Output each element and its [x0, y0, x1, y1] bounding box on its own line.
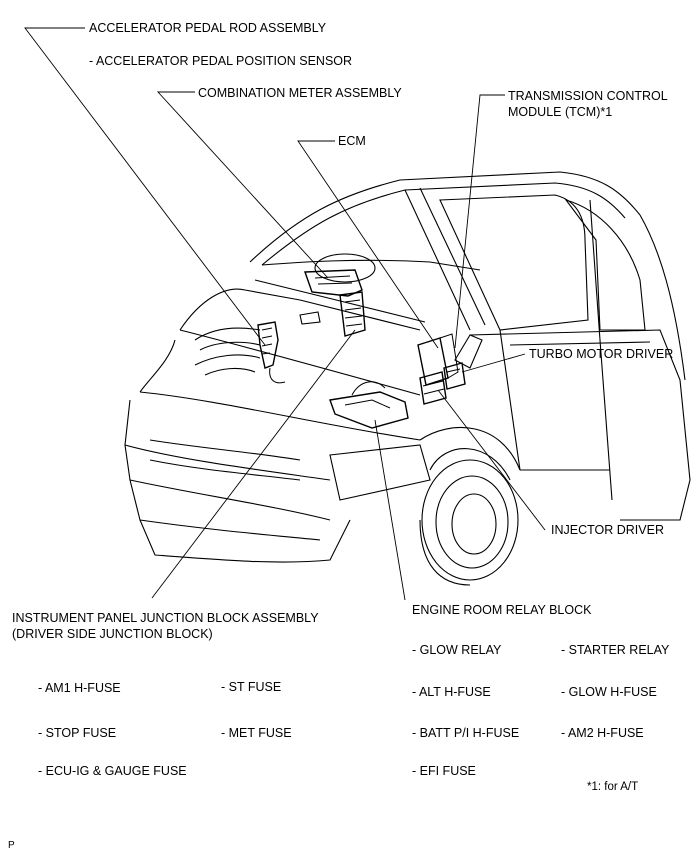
- item-efi-fuse: - EFI FUSE: [412, 764, 476, 778]
- item-glow-relay: - GLOW RELAY: [412, 643, 502, 657]
- label-ip-junction-block-line1: INSTRUMENT PANEL JUNCTION BLOCK ASSEMBLY: [12, 611, 319, 625]
- item-starter-relay: - STARTER RELAY: [561, 643, 670, 657]
- label-tcm-line2: MODULE (TCM)*1: [508, 105, 613, 119]
- leader-combination-meter: [156, 91, 329, 279]
- leader-lines: [24, 27, 546, 601]
- item-batt-pi-h-fuse: - BATT P/I H-FUSE: [412, 726, 520, 740]
- leader-injector-driver: [437, 389, 546, 531]
- item-am2-h-fuse: - AM2 H-FUSE: [561, 726, 644, 740]
- corner-mark: P: [8, 840, 15, 851]
- accelerator-pedal-rod-part: [257, 321, 286, 384]
- label-ecm: ECM: [338, 134, 366, 148]
- item-ecu-ig-gauge-fuse: - ECU-IG & GAUGE FUSE: [38, 764, 187, 778]
- label-turbo-motor-driver: TURBO MOTOR DRIVER: [529, 347, 674, 361]
- label-combination-meter: COMBINATION METER ASSEMBLY: [198, 86, 402, 100]
- engine-room-relay-block-part: [329, 381, 409, 429]
- label-accelerator-pedal-sensor: - ACCELERATOR PEDAL POSITION SENSOR: [89, 54, 353, 68]
- item-stop-fuse: - STOP FUSE: [38, 726, 117, 740]
- label-ip-junction-block-line2: (DRIVER SIDE JUNCTION BLOCK): [12, 627, 213, 641]
- label-injector-driver: INJECTOR DRIVER: [551, 523, 664, 537]
- injector-driver-part: [419, 371, 447, 405]
- ip-junction-block-part: [339, 291, 366, 337]
- footnote: *1: for A/T: [587, 781, 639, 793]
- leader-turbo-motor-driver: [461, 353, 526, 373]
- label-accelerator-pedal-rod: ACCELERATOR PEDAL ROD ASSEMBLY: [89, 21, 327, 35]
- leader-engine-room-relay-block: [374, 419, 406, 601]
- label-tcm-line1: TRANSMISSION CONTROL: [508, 89, 668, 103]
- turbo-motor-driver-part: [443, 362, 466, 390]
- item-alt-h-fuse: - ALT H-FUSE: [412, 685, 491, 699]
- leader-tcm: [454, 94, 505, 349]
- leader-ecm: [297, 140, 439, 349]
- leader-ip-junction-block: [151, 329, 356, 599]
- combination-meter-part: [304, 269, 363, 297]
- label-engine-room-relay-block: ENGINE ROOM RELAY BLOCK: [412, 603, 592, 617]
- item-am1-h-fuse: - AM1 H-FUSE: [38, 681, 121, 695]
- item-st-fuse: - ST FUSE: [221, 680, 282, 694]
- vehicle-body: [124, 171, 691, 586]
- item-met-fuse: - MET FUSE: [221, 726, 292, 740]
- leader-accelerator-pedal-rod: [24, 27, 266, 346]
- item-glow-h-fuse: - GLOW H-FUSE: [561, 685, 657, 699]
